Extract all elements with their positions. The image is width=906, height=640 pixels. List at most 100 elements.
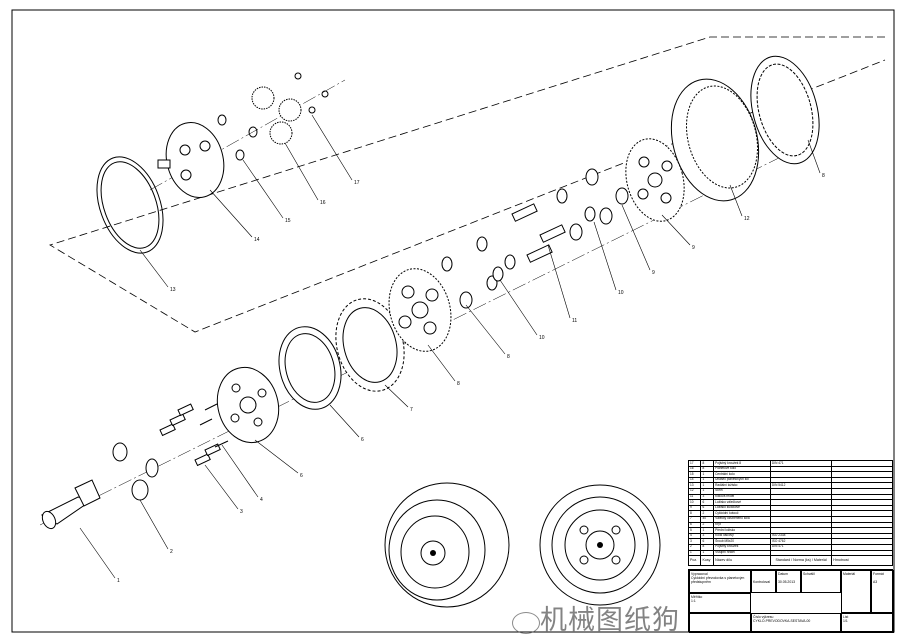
part-housing bbox=[670, 78, 760, 202]
label: Vypracoval bbox=[691, 572, 708, 576]
part-circlip bbox=[112, 442, 128, 462]
leader-line bbox=[221, 444, 259, 498]
balloon-number: 8 bbox=[457, 381, 460, 387]
bom-cell bbox=[769, 499, 833, 506]
balloon-number: 15 bbox=[285, 218, 291, 224]
assembly-axis bbox=[39, 139, 816, 526]
balloon-number: 3 bbox=[240, 509, 243, 515]
drawing-number: CYKLO-PREVODOVKA-SESTAVA-00 bbox=[753, 619, 811, 624]
bom-cell bbox=[831, 504, 893, 512]
bom-cell bbox=[831, 471, 893, 478]
material-cell: Materiál bbox=[841, 570, 871, 613]
bom-cell bbox=[831, 488, 893, 495]
balloon-number: 17 bbox=[354, 180, 360, 186]
leader-line bbox=[661, 214, 691, 246]
part-cycloid-disc-2 bbox=[625, 138, 685, 222]
leader-line bbox=[79, 527, 116, 579]
bom-header-cell: Hmotnost bbox=[831, 555, 893, 567]
leader-line bbox=[311, 114, 353, 181]
part-planet-gears bbox=[217, 72, 329, 161]
drawing-description: Cykloidní převodovka s planetovým předst… bbox=[691, 576, 745, 585]
leader-line bbox=[499, 279, 538, 336]
bom-cell bbox=[831, 465, 893, 473]
leader-line bbox=[547, 244, 571, 319]
balloon-number: 8 bbox=[822, 173, 825, 179]
leader-line bbox=[284, 142, 319, 201]
balloon-number: 6 bbox=[361, 437, 364, 443]
label: Schválil bbox=[803, 572, 815, 576]
balloon-number: 10 bbox=[618, 290, 624, 296]
leader-line bbox=[254, 439, 299, 474]
balloon-number: 6 bbox=[300, 473, 303, 479]
bom-header-cell: Poz. bbox=[687, 555, 702, 567]
bom-cell: DIN 471 bbox=[769, 460, 833, 467]
label: List bbox=[843, 615, 849, 619]
bom-cell: 9 bbox=[687, 504, 702, 512]
bom-header-cell: Standard / Norma (ks) / Materiál bbox=[769, 555, 833, 567]
leader-line bbox=[729, 184, 743, 217]
balloon-number: 12 bbox=[744, 216, 750, 222]
leader-line bbox=[204, 464, 239, 510]
label: Formát bbox=[873, 572, 884, 576]
label: Číslo výkresu bbox=[753, 615, 774, 619]
balloon-number: 11 bbox=[572, 318, 577, 324]
leader-line bbox=[209, 189, 253, 238]
balloon-number: 14 bbox=[254, 237, 260, 243]
assembled-view-rear bbox=[539, 484, 661, 606]
leader-line bbox=[384, 384, 409, 408]
leader-line bbox=[465, 304, 506, 355]
bom-cell: 15 bbox=[687, 471, 702, 478]
balloon-number: 4 bbox=[260, 497, 263, 503]
leader-line bbox=[139, 249, 169, 288]
approved-cell: Schválil bbox=[801, 570, 841, 593]
bom-cell bbox=[831, 493, 893, 501]
part-planet-carrier bbox=[157, 122, 225, 198]
bom-cell: 16 bbox=[687, 465, 702, 473]
bom-cell bbox=[831, 482, 893, 489]
bom-cell: 10 bbox=[687, 499, 702, 506]
drawing-border bbox=[11, 9, 895, 633]
part-crankshafts-bearings bbox=[441, 168, 629, 309]
planetary-axis bbox=[149, 79, 346, 191]
wechat-icon bbox=[512, 612, 540, 634]
balloon-number: 13 bbox=[170, 287, 176, 293]
part-sleeve bbox=[145, 458, 159, 478]
balloon-number: 9 bbox=[652, 270, 655, 276]
leader-line bbox=[242, 159, 284, 219]
label: Materiál bbox=[843, 572, 856, 576]
part-circlip bbox=[131, 479, 149, 501]
part-pins bbox=[199, 403, 229, 448]
leader-line bbox=[139, 499, 169, 550]
balloon-number: 1 bbox=[117, 578, 120, 584]
part-cycloid-disc bbox=[388, 268, 452, 352]
part-screws bbox=[159, 403, 221, 467]
leader-line bbox=[329, 404, 360, 438]
part-main-bearing bbox=[750, 55, 820, 165]
bom-header-cell: Název dílu bbox=[713, 555, 771, 567]
sheet-value: 1/1 bbox=[843, 619, 848, 624]
bom-cell bbox=[769, 493, 833, 501]
checked-cell: Kontroloval bbox=[751, 570, 776, 593]
bom-cell bbox=[769, 476, 833, 484]
bom-cell bbox=[831, 460, 893, 467]
leader-line bbox=[593, 221, 617, 291]
bom-cell bbox=[831, 476, 893, 484]
leader-line bbox=[427, 344, 456, 382]
label: Měřítko bbox=[691, 595, 703, 599]
balloon-number: 16 bbox=[320, 200, 326, 206]
bom-header-cell: Kusy bbox=[700, 555, 715, 567]
bom-cell bbox=[769, 488, 833, 495]
